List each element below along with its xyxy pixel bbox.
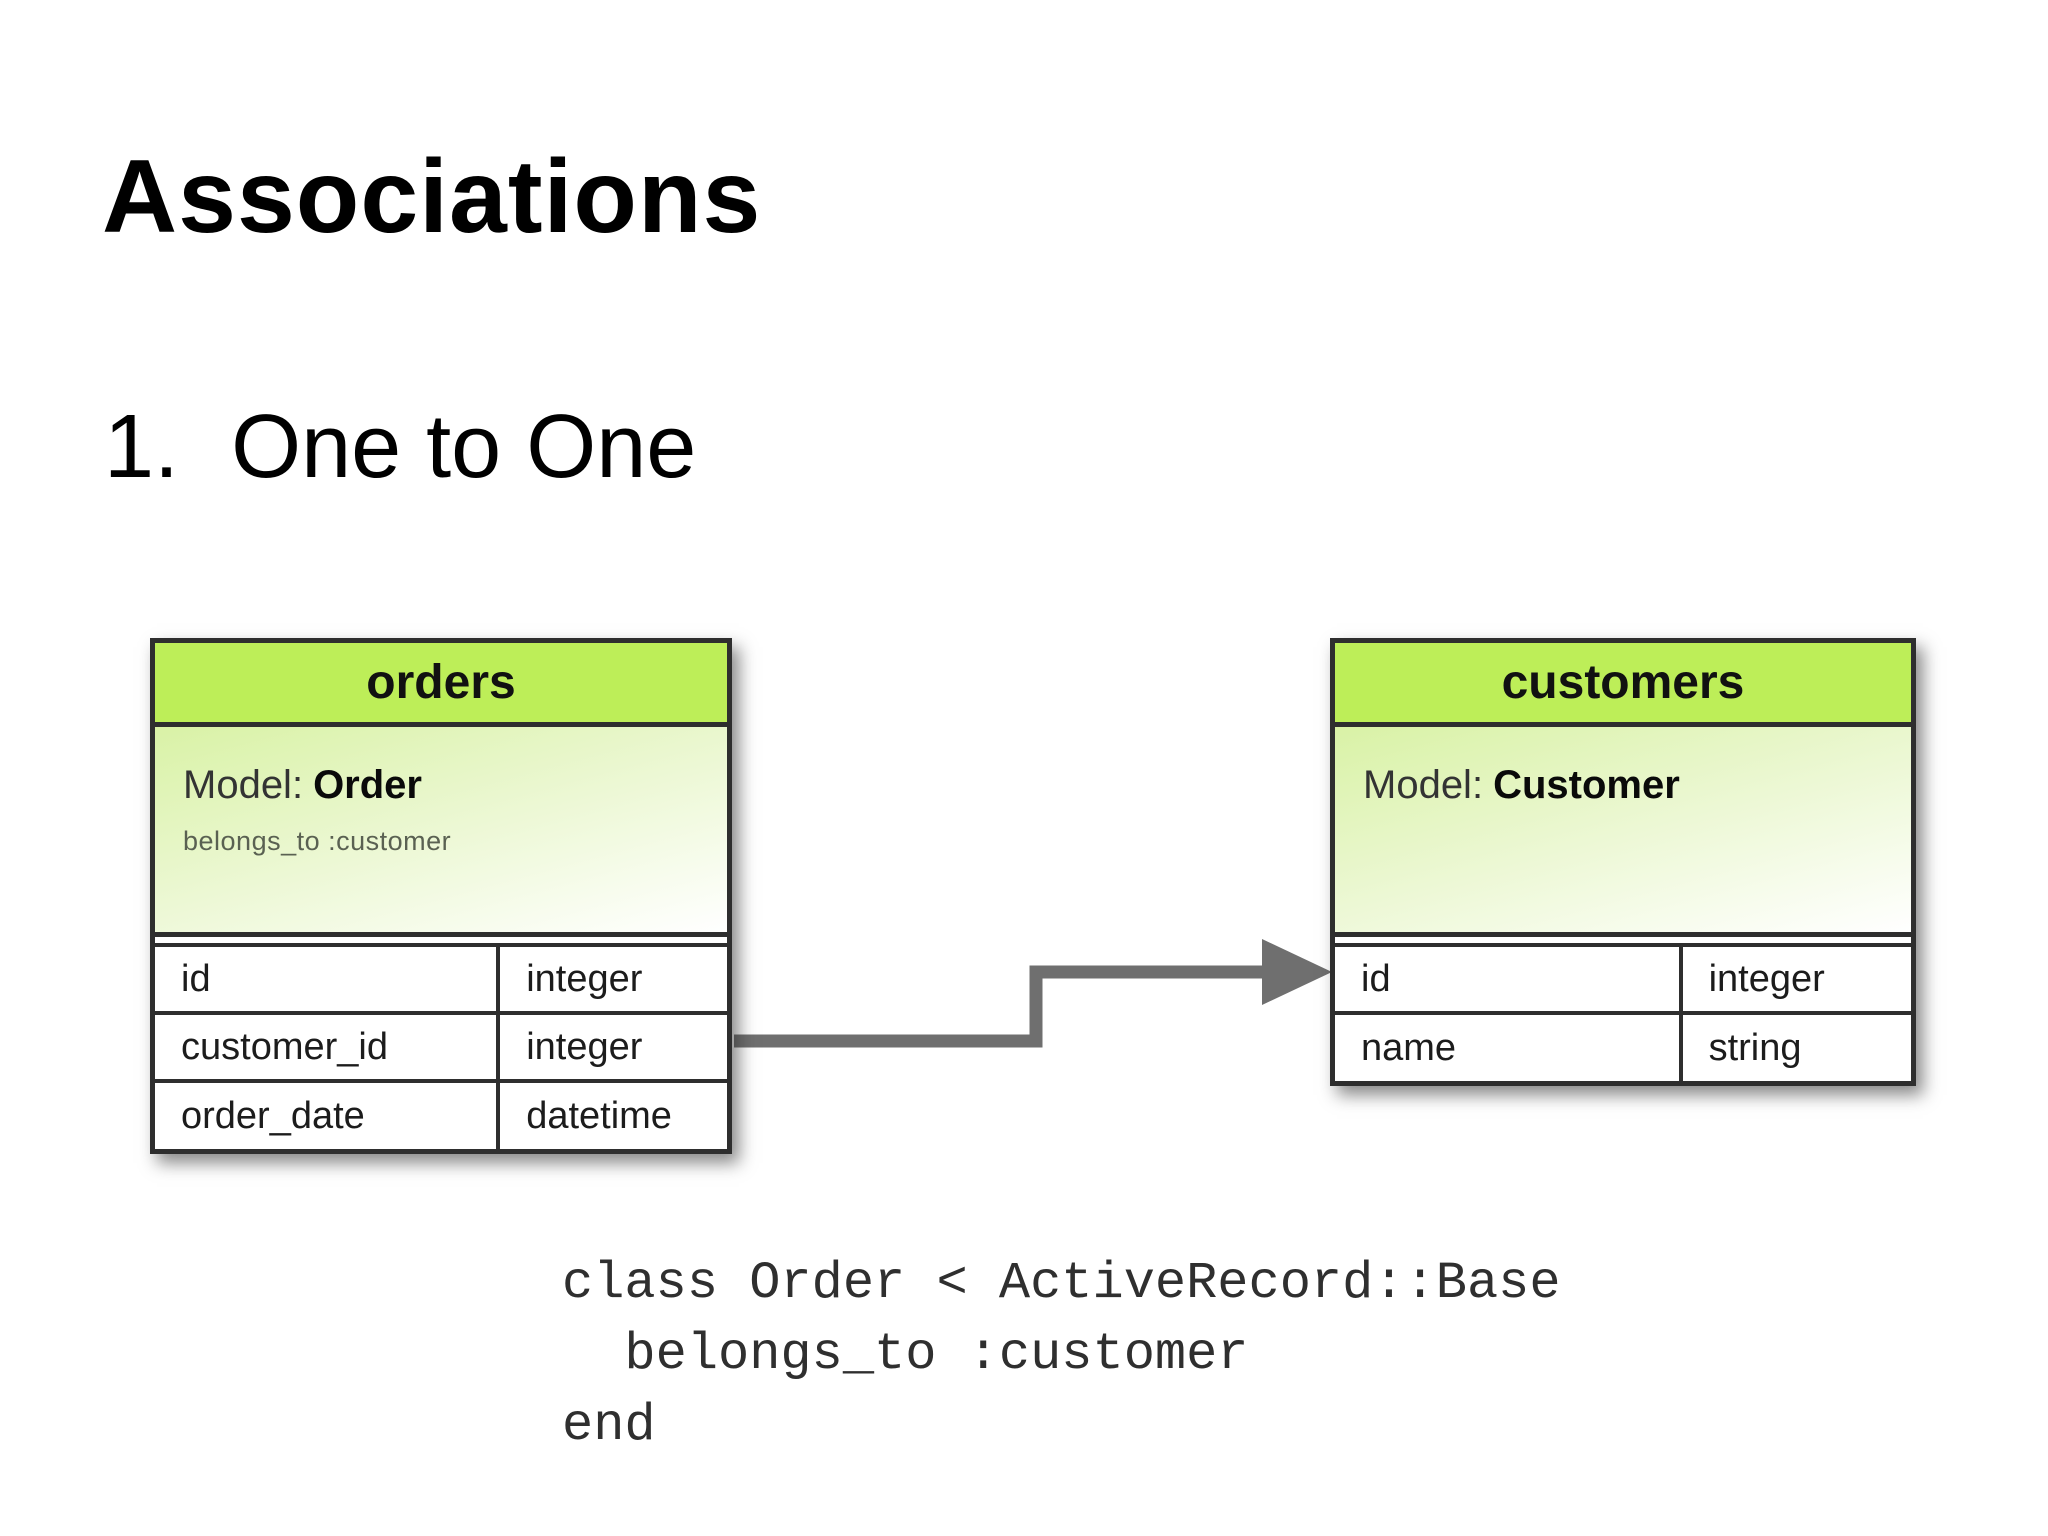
- model-name: Order: [313, 763, 422, 807]
- model-line: Model:Order: [183, 763, 727, 808]
- db-table-orders-columns: id integer customer_id integer order_dat…: [155, 943, 727, 1149]
- model-label: Model:: [183, 763, 304, 807]
- model-label: Model:: [1363, 763, 1484, 807]
- db-table-customers-model-section: Model:Customer: [1335, 727, 1911, 937]
- db-table-customers-title: customers: [1335, 643, 1911, 727]
- model-note: belongs_to :customer: [183, 826, 452, 856]
- column-type: integer: [496, 1011, 727, 1083]
- column-type: integer: [1678, 943, 1911, 1015]
- db-table-orders-title: orders: [155, 643, 727, 727]
- column-type: datetime: [496, 1079, 727, 1149]
- arrowhead-icon: [1262, 939, 1332, 1005]
- db-table-customers: customers Model:Customer id integer name…: [1330, 638, 1916, 1086]
- list-item-one-to-one: 1. One to One: [104, 396, 696, 499]
- list-item-number: 1.: [104, 397, 180, 497]
- list-item-label: One to One: [231, 397, 697, 497]
- table-row: customer_id integer: [155, 1011, 727, 1083]
- table-row: id integer: [155, 943, 727, 1015]
- page-title: Associations: [102, 139, 762, 255]
- model-line: Model:Customer: [1363, 763, 1911, 808]
- column-field: id: [1335, 943, 1683, 1015]
- table-row: id integer: [1335, 943, 1911, 1015]
- code-line-1: class Order < ActiveRecord::Base: [562, 1254, 1561, 1313]
- code-line-3: end: [562, 1396, 656, 1455]
- db-table-orders: orders Model:Order belongs_to :customer …: [150, 638, 732, 1154]
- column-field: name: [1335, 1011, 1683, 1081]
- column-field: id: [155, 943, 501, 1015]
- code-snippet: class Order < ActiveRecord::Base belongs…: [562, 1248, 1561, 1461]
- code-line-2: belongs_to :customer: [562, 1325, 1249, 1384]
- db-table-customers-columns: id integer name string: [1335, 943, 1911, 1081]
- column-type: integer: [496, 943, 727, 1015]
- table-row: name string: [1335, 1011, 1911, 1081]
- column-type: string: [1678, 1011, 1911, 1081]
- column-field: customer_id: [155, 1011, 501, 1083]
- model-name: Customer: [1493, 763, 1680, 807]
- db-table-orders-model-section: Model:Order belongs_to :customer: [155, 727, 727, 937]
- column-field: order_date: [155, 1079, 501, 1149]
- table-row: order_date datetime: [155, 1079, 727, 1149]
